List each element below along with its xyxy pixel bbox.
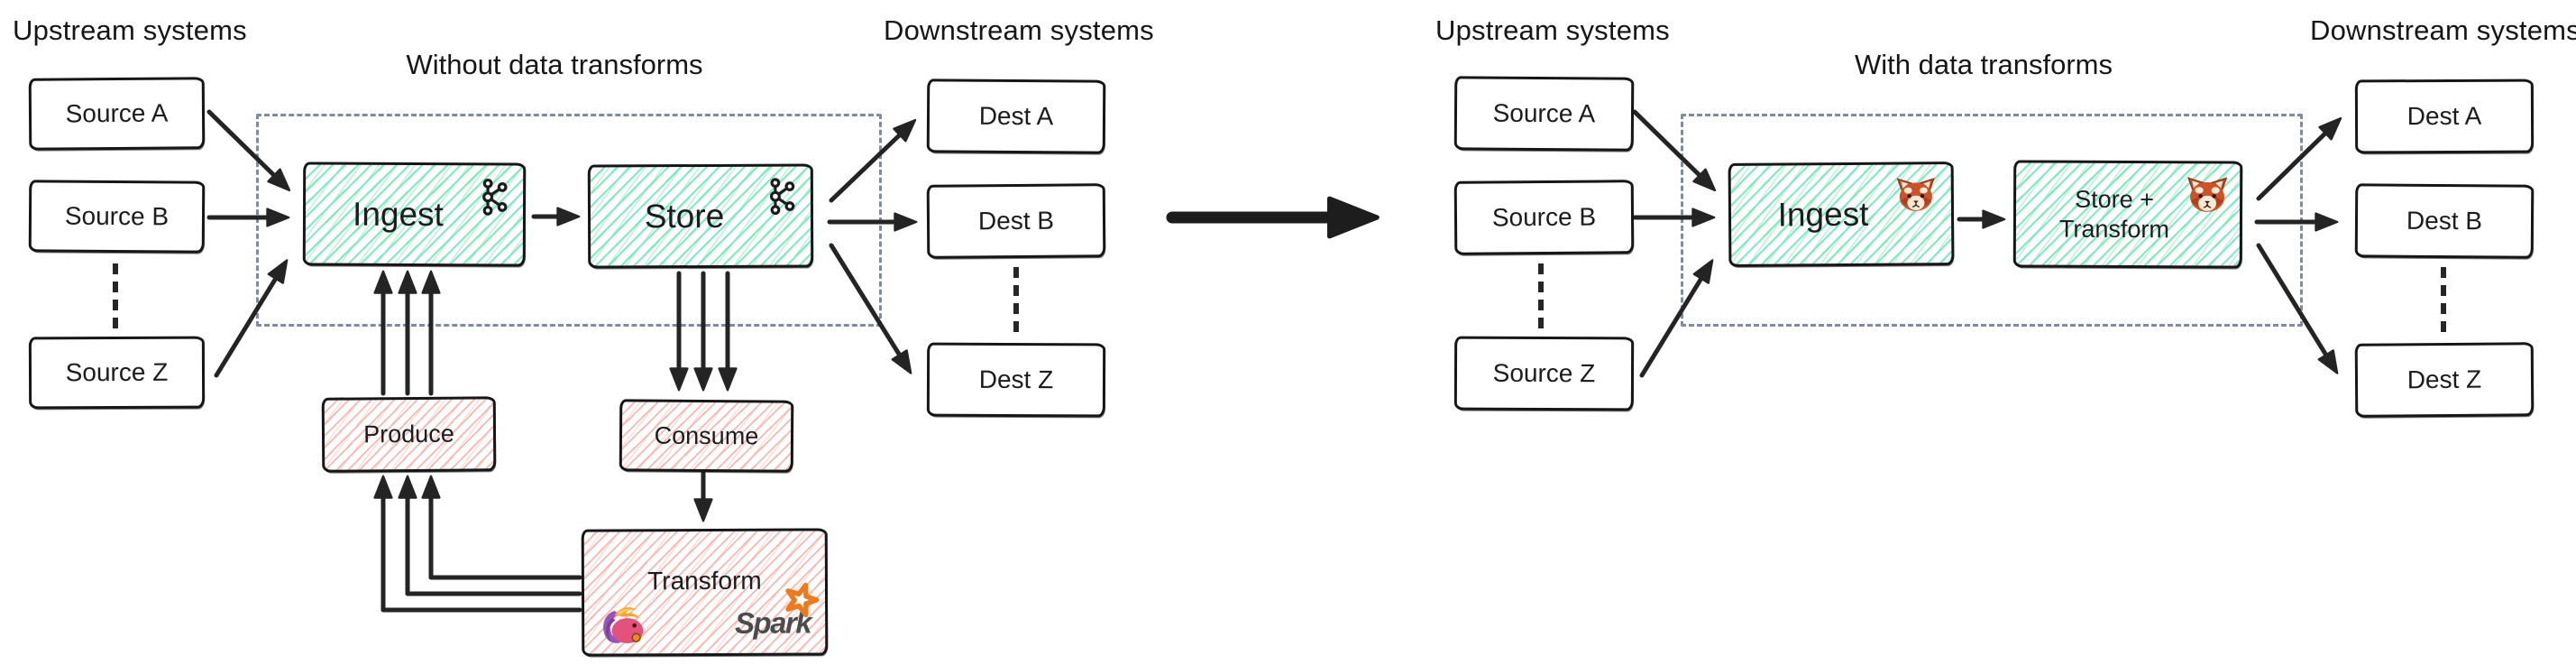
- box-label: Ingest: [1777, 195, 1869, 234]
- left-dest-b-box: Dest B: [926, 183, 1106, 259]
- flink-squirrel-icon: [603, 607, 644, 644]
- box-label: Transform: [647, 566, 762, 595]
- right-store-transform-box: Store + Transform: [2012, 160, 2243, 269]
- right-dest-a-box: Dest A: [2354, 79, 2535, 154]
- box-label: Consume: [654, 421, 759, 449]
- box-label: Dest Z: [978, 365, 1054, 394]
- box-label: Transform: [2058, 215, 2169, 243]
- red-panda-icon: [1896, 178, 1935, 211]
- arrow-transform-to-produce-1: [373, 475, 582, 613]
- kafka-icon: [769, 178, 795, 216]
- box-label: Store: [644, 197, 725, 235]
- right-source-z-box: Source Z: [1453, 336, 1635, 411]
- red-panda-icon: [2187, 177, 2228, 212]
- left-sources-ellipsis-divider: [113, 263, 118, 328]
- right-dests-ellipsis-divider: [2441, 267, 2446, 332]
- left-ingest-box: Ingest: [302, 162, 527, 267]
- box-label: Source Z: [65, 357, 169, 387]
- arrow-transform-to-produce-2: [398, 475, 582, 596]
- spark-star-icon: [785, 582, 820, 618]
- kafka-icon: [482, 178, 508, 216]
- without-data-transforms-title: Without data transforms: [406, 49, 703, 80]
- left-upstream-systems-label: Upstream systems: [13, 14, 247, 46]
- transform-box: Transform Spark: [581, 528, 829, 657]
- left-source-a-box: Source A: [28, 77, 206, 151]
- box-label: Source A: [1492, 98, 1596, 128]
- left-dest-z-box: Dest Z: [926, 342, 1106, 418]
- box-label: Produce: [363, 420, 454, 448]
- left-source-b-box: Source B: [28, 180, 206, 254]
- box-label: Dest A: [2406, 101, 2482, 131]
- left-store-box: Store: [587, 163, 814, 269]
- box-label: Dest B: [977, 206, 1055, 236]
- spark-logo: Spark: [735, 582, 820, 640]
- right-upstream-systems-label: Upstream systems: [1435, 14, 1670, 46]
- consume-box: Consume: [619, 399, 794, 473]
- right-ingest-box: Ingest: [1728, 162, 1955, 267]
- right-source-b-box: Source B: [1453, 180, 1635, 255]
- with-data-transforms-title: With data transforms: [1855, 49, 2113, 80]
- box-label: Source Z: [1492, 358, 1596, 388]
- box-label: Dest A: [978, 101, 1054, 131]
- left-source-z-box: Source Z: [28, 336, 206, 410]
- right-dest-b-box: Dest B: [2354, 183, 2535, 259]
- box-label: Ingest: [353, 195, 444, 233]
- left-dest-a-box: Dest A: [926, 79, 1106, 154]
- right-dest-z-box: Dest Z: [2354, 342, 2535, 418]
- box-label: Source B: [1491, 202, 1597, 232]
- box-label: Dest B: [2406, 206, 2483, 236]
- produce-box: Produce: [321, 396, 497, 473]
- right-source-a-box: Source A: [1453, 76, 1635, 152]
- right-downstream-systems-label: Downstream systems: [2310, 14, 2576, 46]
- arrow-transform-to-produce-3: [421, 475, 582, 580]
- box-label: Source A: [65, 98, 169, 128]
- box-label: Source B: [64, 201, 170, 231]
- right-sources-ellipsis-divider: [1538, 263, 1544, 328]
- left-dests-ellipsis-divider: [1013, 267, 1019, 332]
- box-label: Dest Z: [2406, 365, 2482, 394]
- left-downstream-systems-label: Downstream systems: [884, 14, 1154, 46]
- box-label: Store +: [2075, 185, 2155, 213]
